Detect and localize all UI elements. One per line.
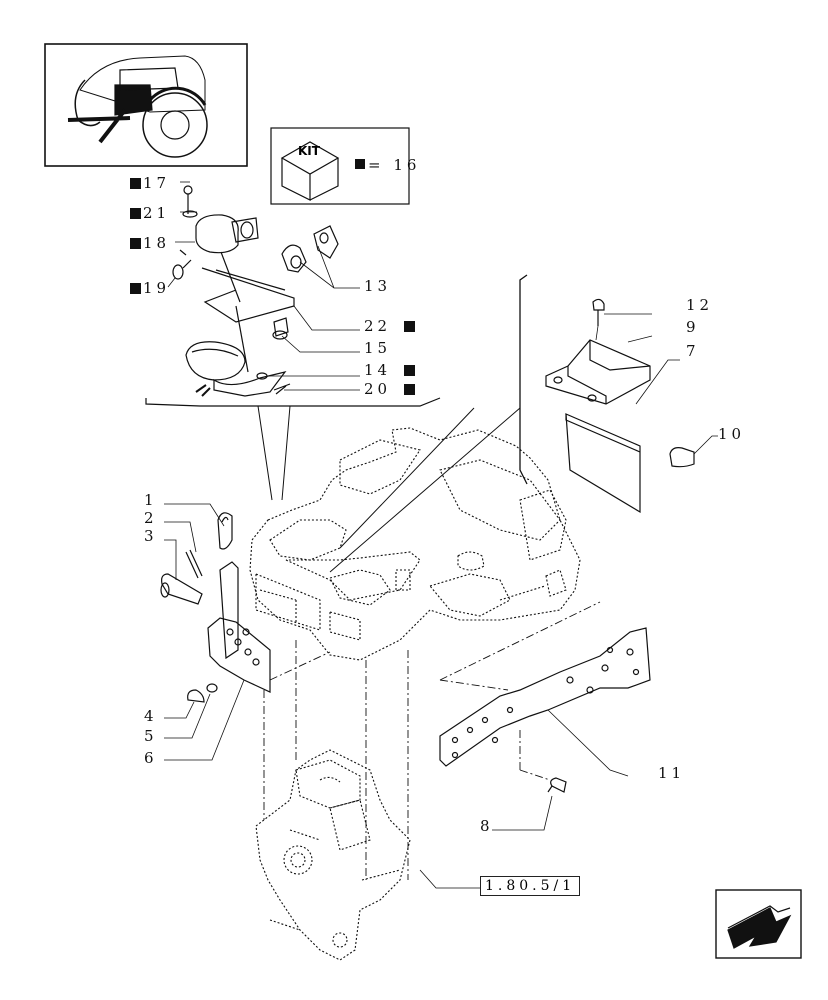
kit-label: KIT <box>298 144 320 158</box>
kit-marker-icon <box>403 384 415 395</box>
part-label-1: 1 <box>144 491 158 509</box>
part-label-9: 9 <box>686 318 700 336</box>
part-label-15: 15 <box>364 339 392 357</box>
kit-marker-icon <box>130 238 141 249</box>
part-label-8: 8 <box>480 817 494 835</box>
part-label-17: 17 <box>130 175 170 191</box>
part-label-2: 2 <box>144 509 158 527</box>
kit-box-icon <box>270 127 410 205</box>
reference-link[interactable]: 1.80.5/1 <box>480 876 581 896</box>
kit-marker-icon <box>130 178 141 189</box>
part-label-22: 22 <box>364 318 417 334</box>
bolt-8 <box>492 777 567 831</box>
separator-bracket <box>519 274 528 485</box>
part-label-7: 7 <box>686 342 700 360</box>
part-label-21: 21 <box>130 205 170 221</box>
alignment-lines <box>263 601 601 880</box>
part-label-10: 10 <box>718 425 746 443</box>
kit-equals-label: = 16 <box>368 156 421 174</box>
part-label-12: 12 <box>686 296 714 314</box>
navigation-arrow-icon <box>715 889 802 959</box>
tractor-front-thumbnail-icon <box>44 43 248 167</box>
upper-right-plate-assembly <box>545 298 718 514</box>
part-label-4: 4 <box>144 707 158 725</box>
lever-assembly-left <box>160 503 271 761</box>
lower-housing <box>255 749 411 961</box>
upper-sensor-assembly <box>145 181 441 501</box>
part-label-11: 11 <box>658 764 686 782</box>
part-label-19: 19 <box>130 280 170 296</box>
part-label-5: 5 <box>144 727 158 745</box>
part-label-13: 13 <box>364 277 392 295</box>
kit-marker-icon <box>403 321 415 332</box>
kit-marker-icon <box>130 283 141 294</box>
part-label-6: 6 <box>144 749 158 767</box>
front-support-frame <box>249 427 581 661</box>
part-label-14: 14 <box>364 362 417 378</box>
part-label-20: 20 <box>364 381 417 397</box>
support-bracket-11 <box>439 627 651 777</box>
ref-leader <box>419 869 480 889</box>
part-label-18: 18 <box>130 235 170 251</box>
kit-marker-icon <box>403 365 415 376</box>
kit-marker-icon <box>130 208 141 219</box>
part-label-3: 3 <box>144 527 158 545</box>
